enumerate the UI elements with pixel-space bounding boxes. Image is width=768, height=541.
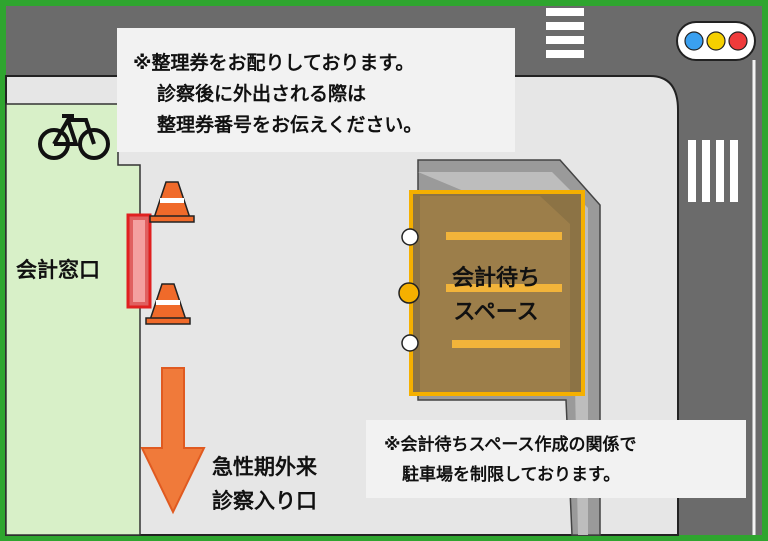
traffic-cone-icon — [145, 283, 191, 325]
marker-circle — [401, 334, 419, 352]
waiting-space-label-line1: 会計待ち — [451, 266, 540, 291]
entrance-label-line1: 急性期外来 — [212, 455, 317, 479]
traffic-light-icon — [676, 21, 756, 61]
marker-circle — [401, 228, 419, 246]
entrance-label: 急性期外来 診察入り口 — [212, 450, 317, 518]
waiting-space-label: 会計待ち スペース — [440, 262, 552, 330]
marker-circle-yellow — [398, 282, 420, 304]
building — [5, 103, 141, 536]
notice-top: ※整理券をお配りしております。 診察後に外出される際は 整理券番号をお伝えくださ… — [117, 28, 515, 152]
notice-top-line1: ※整理券をお配りしております。 — [133, 52, 415, 74]
entrance-label-line2: 診察入り口 — [212, 489, 317, 513]
bicycle-icon — [38, 114, 110, 160]
notice-top-line3: 整理券番号をお伝えください。 — [157, 114, 423, 136]
notice-top-line2: 診察後に外出される際は — [157, 83, 367, 105]
traffic-cone-icon — [149, 181, 195, 223]
cashier-window-label: 会計窓口 — [16, 258, 100, 282]
notice-bottom-line1: ※会計待ちスペース作成の関係で — [384, 435, 637, 455]
parking-lines — [446, 232, 562, 348]
notice-bottom-line2: 駐車場を制限しております。 — [402, 465, 621, 485]
crosswalk-right — [688, 140, 738, 202]
waiting-space-label-line2: スペース — [453, 300, 539, 325]
arrow-down-icon — [140, 367, 206, 515]
notice-bottom: ※会計待ちスペース作成の関係で 駐車場を制限しております。 — [366, 420, 746, 498]
crosswalk-top — [546, 8, 584, 58]
